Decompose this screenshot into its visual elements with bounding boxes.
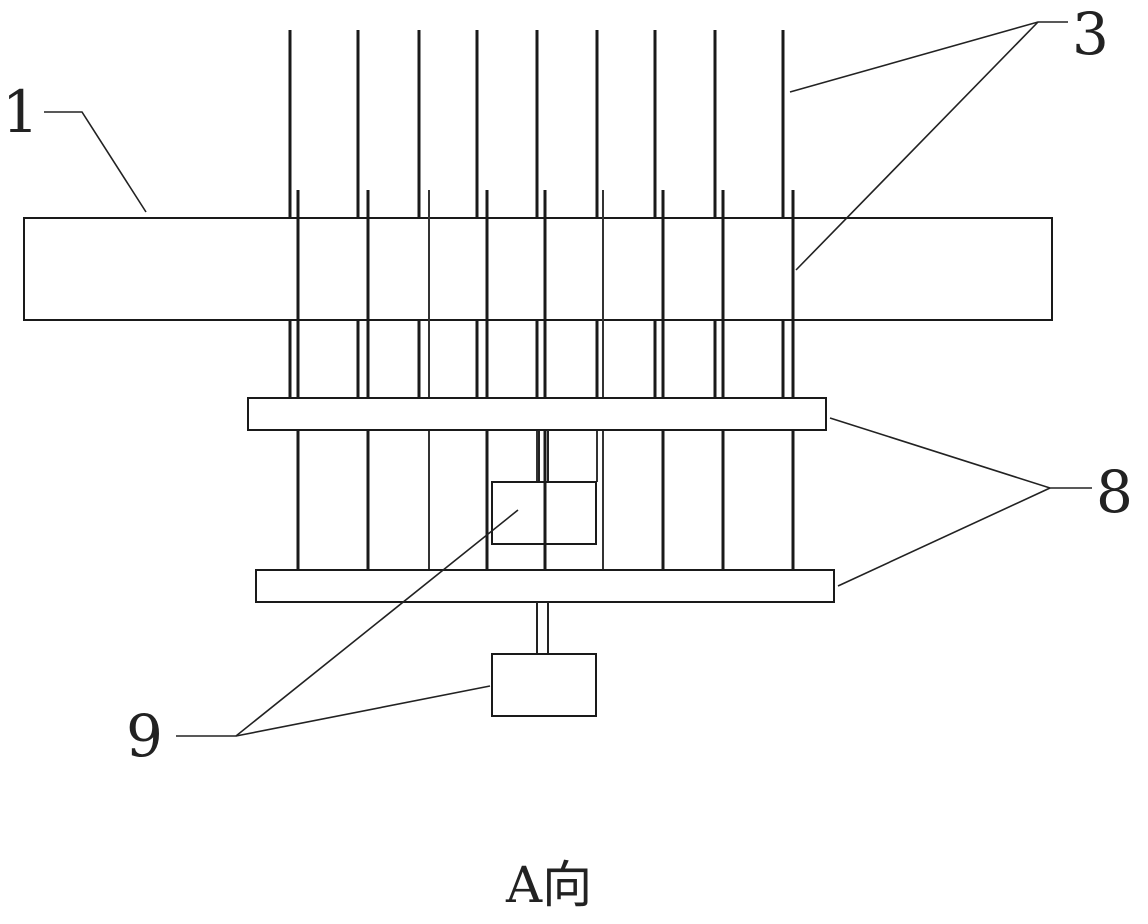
lower-shaft <box>536 602 549 654</box>
leader-3b <box>795 21 1039 271</box>
callout-9: 9 <box>126 702 163 770</box>
beam-part-1 <box>23 217 1053 321</box>
leader-9a <box>176 509 519 737</box>
leader-8a <box>829 417 1092 489</box>
upper-shaft <box>538 430 549 482</box>
leader-8b <box>837 487 1051 587</box>
leader-1 <box>44 111 147 213</box>
upper-rod-group <box>288 30 785 222</box>
leader-lines <box>44 21 1092 737</box>
upper-rod-below-plate <box>536 430 598 482</box>
upper-rod-lower-segments <box>288 320 785 398</box>
leader-3a <box>789 21 1068 93</box>
callout-3: 3 <box>1072 0 1109 68</box>
lower-motor-part-9 <box>491 653 597 717</box>
view-caption: A向 <box>505 856 592 914</box>
lower-plate-part-8 <box>255 569 835 603</box>
callout-1: 1 <box>2 78 39 146</box>
callout-8: 8 <box>1096 458 1133 526</box>
leader-9b <box>235 685 491 737</box>
upper-plate-part-8 <box>247 397 827 431</box>
